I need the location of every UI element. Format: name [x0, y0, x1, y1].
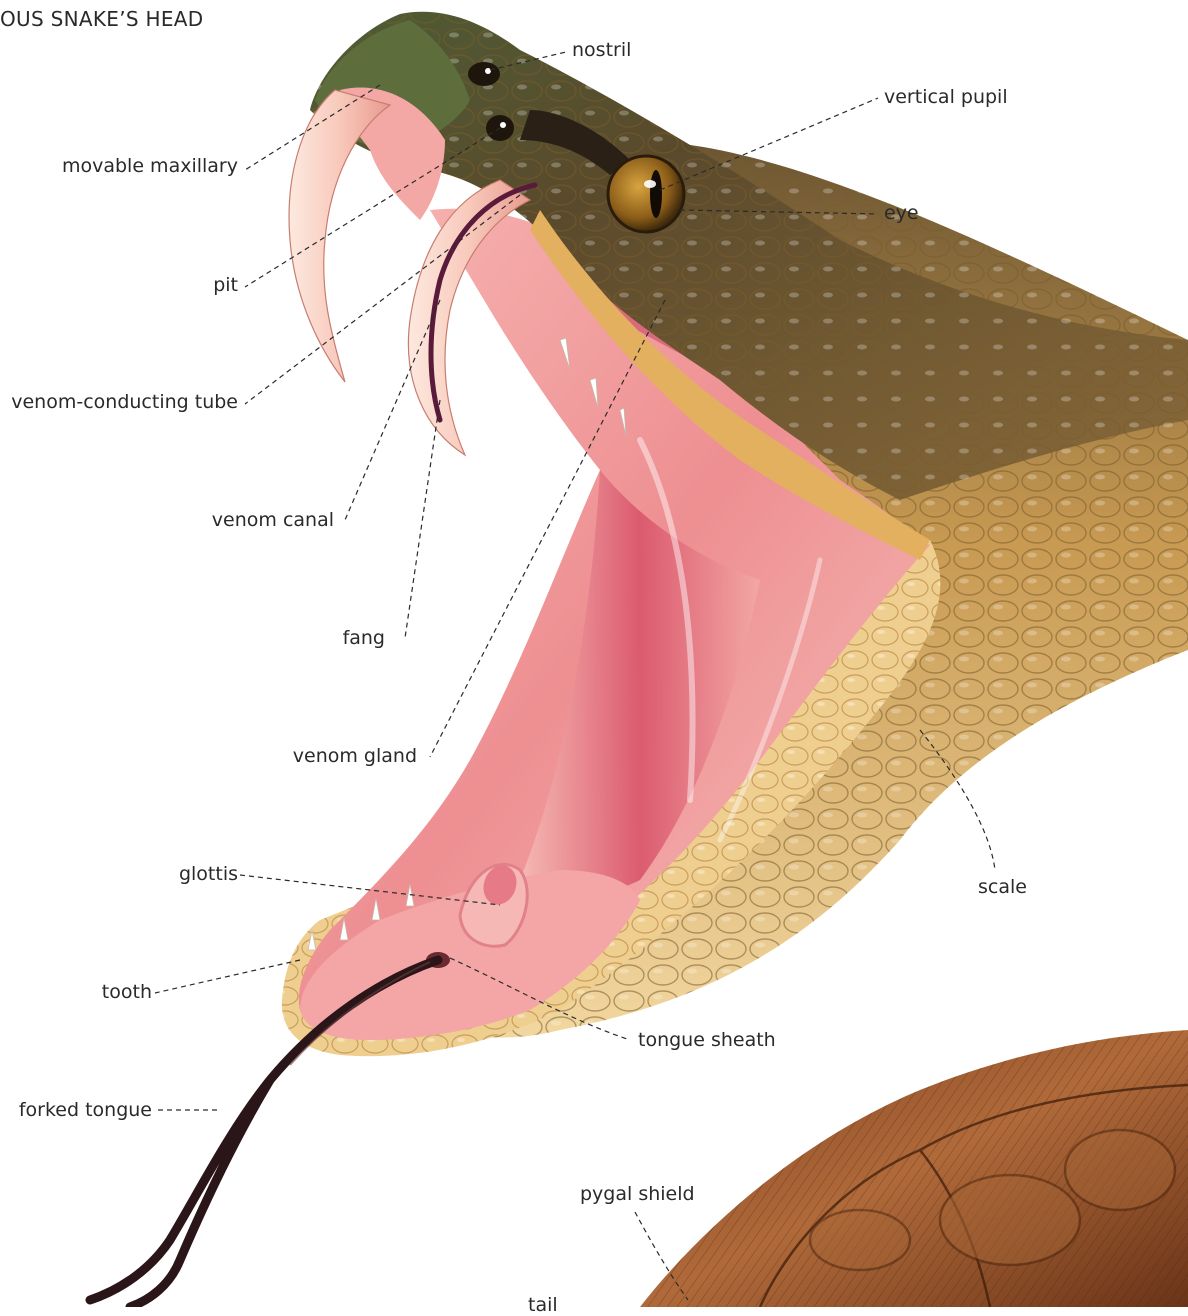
label-glottis: glottis: [179, 865, 238, 884]
label-scale: scale: [978, 878, 1027, 897]
label-nostril: nostril: [572, 41, 631, 60]
label-movable-maxillary: movable maxillary: [62, 157, 238, 176]
label-tongue-sheath: tongue sheath: [638, 1031, 776, 1050]
page-title: OUS SNAKE’S HEAD: [0, 7, 204, 31]
eye-shape: [608, 156, 684, 232]
nostril-shape: [468, 62, 500, 86]
label-venom-gland: venom gland: [293, 747, 417, 766]
label-vertical-pupil: vertical pupil: [884, 88, 1008, 107]
label-fang: fang: [343, 629, 385, 648]
label-venom-conducting-tube: venom-conducting tube: [11, 393, 238, 412]
label-forked-tongue: forked tongue: [19, 1101, 152, 1120]
label-tooth: tooth: [102, 983, 152, 1002]
label-pit: pit: [213, 276, 238, 295]
vertical-pupil-shape: [650, 170, 662, 218]
label-pygal-shield: pygal shield: [580, 1185, 695, 1204]
label-eye: eye: [884, 204, 919, 223]
label-venom-canal: venom canal: [212, 511, 334, 530]
label-partial-bottom: tail: [528, 1296, 558, 1315]
pit-shape: [486, 115, 514, 141]
